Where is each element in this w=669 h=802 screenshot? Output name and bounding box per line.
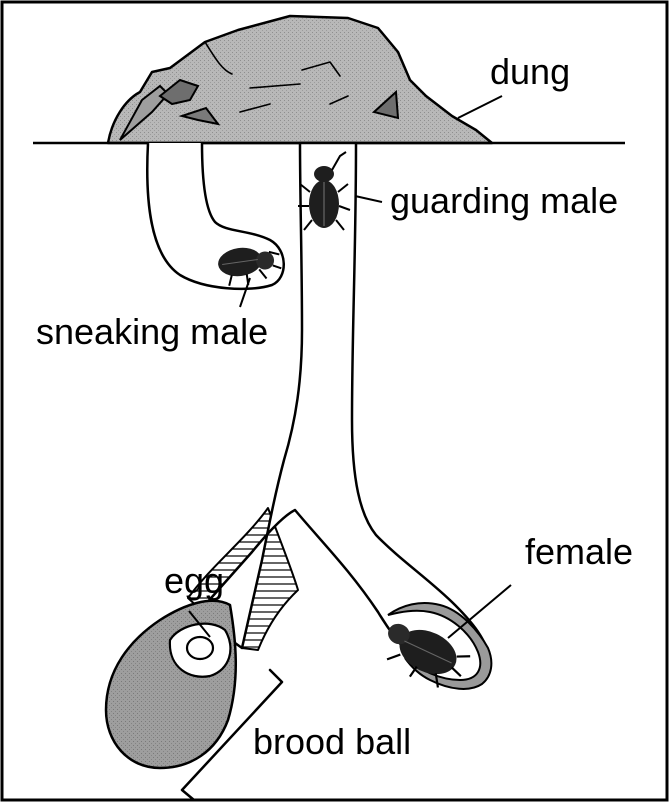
guarding-male-leader [355, 196, 382, 202]
label-guarding-male: guarding male [390, 180, 618, 221]
egg [187, 637, 213, 659]
main-tunnel [196, 143, 488, 685]
label-sneaking-male: sneaking male [36, 311, 268, 352]
brood-ball [106, 601, 236, 768]
dung-pile [108, 16, 492, 143]
dung-leader [458, 96, 502, 118]
label-dung: dung [490, 51, 570, 92]
label-female: female [525, 531, 633, 572]
label-egg: egg [164, 560, 224, 601]
label-brood-ball: brood ball [253, 721, 411, 762]
